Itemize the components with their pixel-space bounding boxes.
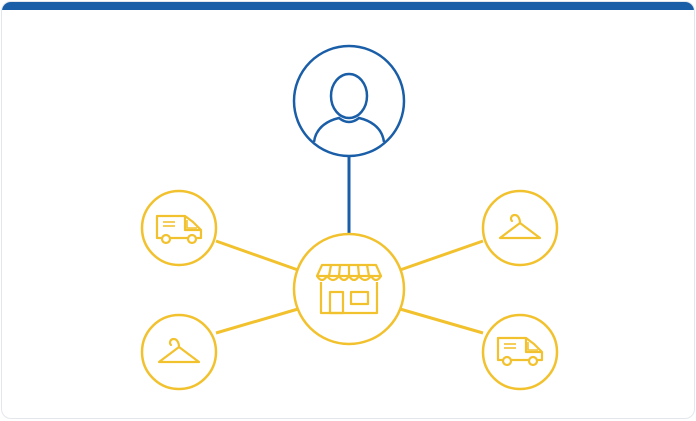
connector-store-topright <box>399 239 484 272</box>
satellite-node-bottom-right <box>481 313 559 391</box>
storefront-icon <box>315 263 383 315</box>
accent-top-bar <box>2 2 694 10</box>
person-node <box>292 44 406 158</box>
satellite-node-bottom-left <box>140 313 218 391</box>
satellite-node-top-left <box>140 189 218 267</box>
connector-store-bottomleft <box>215 307 299 335</box>
person-icon <box>312 72 386 143</box>
connector-store-topleft <box>215 239 299 272</box>
connector-store-bottomright <box>399 307 484 335</box>
satellite-node-top-right <box>481 189 559 267</box>
store-node <box>292 232 406 346</box>
